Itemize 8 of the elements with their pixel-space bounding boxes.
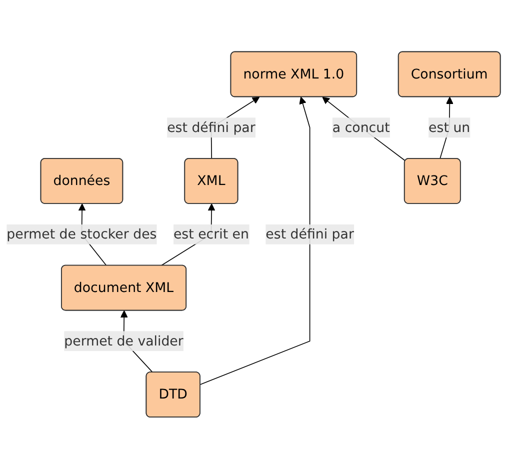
edge-label: permet de stocker des	[6, 226, 157, 242]
edge-label: a concut	[332, 118, 390, 135]
edge-label: permet de valider	[64, 332, 184, 348]
edge-label: est un	[428, 118, 470, 135]
edge-label: est défini par	[167, 118, 256, 135]
edge-label: est ecrit en	[173, 226, 249, 242]
edge-label: est défini par	[266, 226, 354, 242]
arrow	[322, 96, 406, 161]
